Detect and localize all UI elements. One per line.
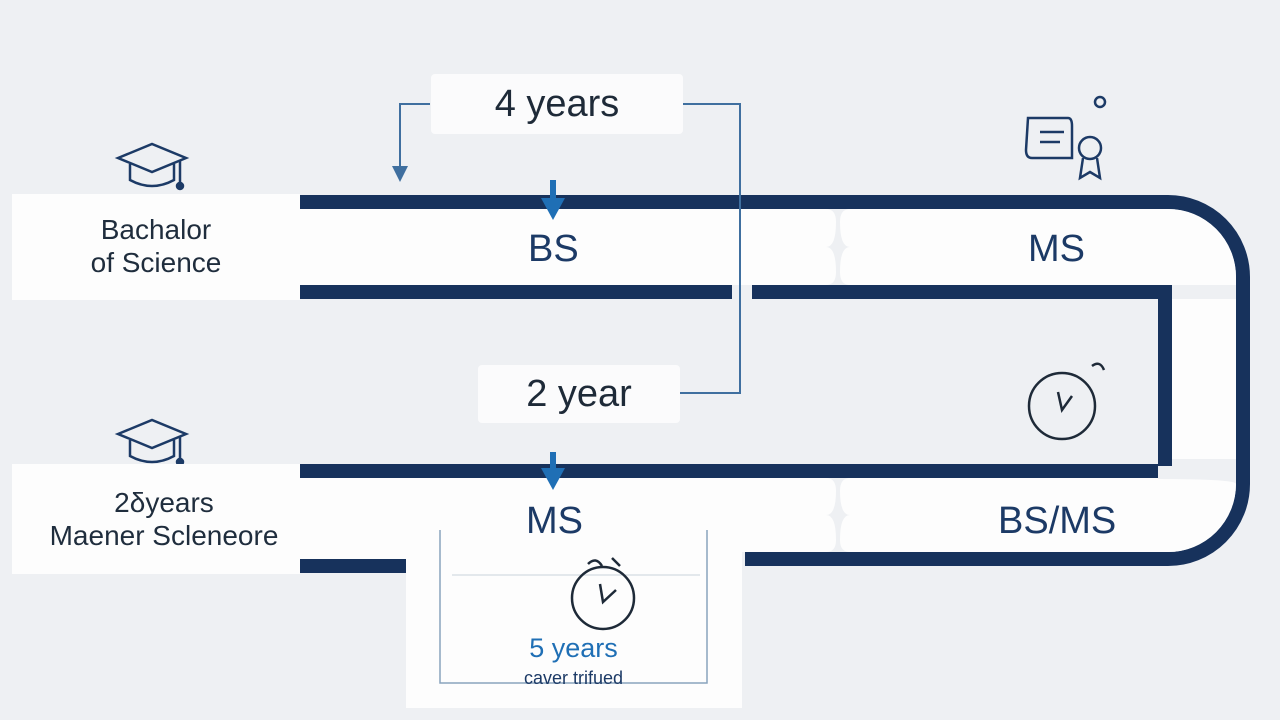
bottom-caption: caver trifued [523, 668, 624, 688]
side-label-top-line1: Bachalor [100, 214, 212, 245]
chip-four-years: 4 years [431, 74, 683, 134]
lane-bottom-right [840, 478, 1236, 552]
side-label-bottom-line1: 2δyears [114, 487, 214, 518]
certificate-icon [1024, 95, 1107, 181]
graduation-cap-icon [114, 142, 190, 191]
track-label-bsms: BS/MS [998, 500, 1117, 542]
track-bottom [300, 464, 1158, 573]
track-label-ms-top: MS [1028, 228, 1085, 270]
track-top [300, 195, 1250, 566]
track-gap [1172, 299, 1236, 459]
side-label-bottom: 2δyears Maener Scleneore [14, 486, 314, 552]
track-label-ms-bottom: MS [526, 500, 583, 542]
clock-icon [1027, 362, 1106, 441]
bottom-card-frame [439, 530, 708, 684]
arrow-down-icon [392, 166, 408, 182]
side-panel-top [12, 194, 300, 300]
arrow-down-icon [541, 180, 565, 220]
bottom-duration-label: 5 years [529, 633, 618, 663]
lane-top-right [840, 209, 1236, 285]
side-panel-bottom [12, 464, 300, 574]
chip-two-year: 2 year [478, 365, 680, 423]
year-connector [399, 103, 741, 394]
lane-top-left [300, 209, 836, 285]
graduation-cap-icon [114, 418, 190, 467]
side-label-top: Bachalor of Science [12, 213, 300, 279]
stopwatch-icon [570, 557, 636, 631]
arrow-down-icon [541, 452, 565, 490]
side-label-bottom-line2: Maener Scleneore [49, 520, 279, 551]
side-label-top-line2: of Science [90, 247, 222, 278]
track-label-bs: BS [528, 228, 579, 270]
bottom-card [406, 518, 742, 708]
